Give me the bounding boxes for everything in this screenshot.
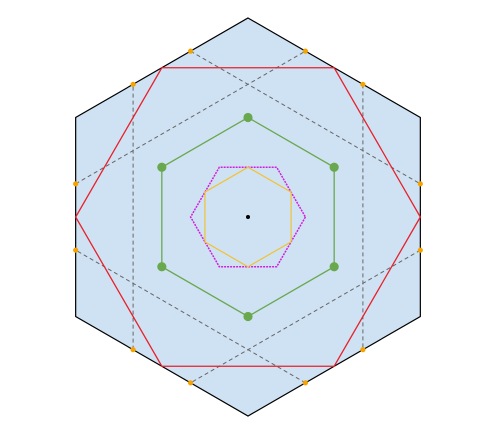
green-vertex-point (329, 262, 339, 272)
edge-point (130, 81, 136, 87)
edge-point (417, 181, 423, 187)
green-vertex-point (329, 162, 339, 172)
edge-point (130, 347, 136, 353)
edge-point (302, 48, 309, 54)
dashed-chord (190, 50, 421, 185)
green-vertex-point (243, 311, 253, 322)
dashed-chord (75, 249, 306, 384)
magenta-hexagon (189, 166, 307, 268)
edge-point (417, 247, 423, 253)
yellow-hexagon (204, 166, 292, 268)
edge-point (302, 380, 309, 386)
edge-point (360, 347, 366, 353)
green-vertex-point (243, 112, 253, 123)
edge-point (187, 380, 194, 386)
edge-point (73, 181, 79, 187)
green-vertex-point (157, 262, 167, 272)
dashed-chord (190, 249, 421, 384)
dashed-chord (75, 50, 306, 185)
edge-point (73, 247, 79, 253)
green-vertex-point (157, 162, 167, 172)
edge-point (187, 48, 194, 54)
center-point (246, 215, 250, 219)
red-hexagon (74, 67, 422, 367)
edge-point (360, 81, 366, 87)
